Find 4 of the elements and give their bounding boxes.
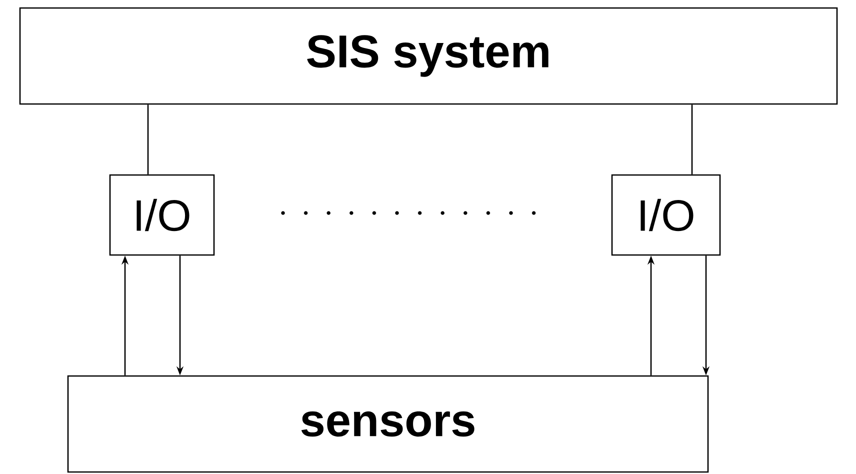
io-box: I/O bbox=[611, 174, 721, 256]
system-box: SIS system bbox=[19, 7, 838, 105]
sensors-box: sensors bbox=[67, 375, 709, 473]
io-box: I/O bbox=[109, 174, 215, 256]
